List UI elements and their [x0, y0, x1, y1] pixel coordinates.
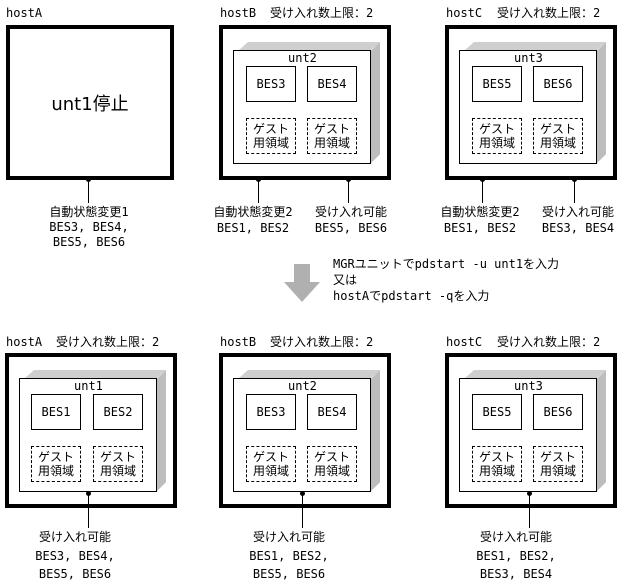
guest-area: ゲスト 用領域: [533, 446, 583, 482]
host-a-top-box: unt1停止: [6, 25, 174, 180]
host-b-bottom-limit: 受け入れ数上限：2: [270, 335, 374, 349]
guest-area: ゲスト 用領域: [472, 446, 522, 482]
guest-area: ゲスト 用領域: [307, 118, 357, 154]
bes-box: BES4: [307, 394, 357, 430]
guest-area: ゲスト 用領域: [307, 446, 357, 482]
host-c-top-label-right-2: BES3, BES4: [541, 221, 615, 235]
unit-3d-side: [596, 370, 606, 492]
unit-3d-side: [370, 42, 380, 164]
host-a-bottom-name: hostA: [6, 335, 43, 349]
host-a-bottom-label-3: BES5, BES6: [38, 567, 112, 581]
host-b-top-label-left-2: BES1, BES2: [216, 221, 290, 235]
unit-3d-side: [596, 42, 606, 164]
host-c-top-limit: 受け入れ数上限：2: [497, 6, 601, 20]
host-b-top-limit: 受け入れ数上限：2: [270, 6, 374, 20]
connector-dot: [256, 177, 261, 182]
unit-name: unt2: [288, 379, 317, 393]
unit-name: unt3: [514, 51, 543, 65]
unit-name: unt2: [288, 51, 317, 65]
host-b-top-label-left-1: 自動状態変更2: [213, 205, 293, 219]
connector-dot: [527, 491, 532, 496]
host-c-bottom-name: hostC: [446, 335, 483, 349]
connector-line: [302, 494, 303, 528]
bes-box: BES6: [533, 394, 583, 430]
connector-dot: [572, 177, 577, 182]
bes-box: BES1: [31, 394, 81, 430]
connector-line: [258, 180, 259, 203]
unit-3d-top: [238, 370, 380, 379]
unit-stopped-text: unt1停止: [51, 93, 129, 115]
host-c-top-name: hostC: [446, 6, 483, 20]
host-b-top-label-right-1: 受け入れ可能: [314, 205, 387, 219]
instruction-line-3: hostAでpdstart -qを入力: [333, 289, 490, 303]
guest-area: ゲスト 用領域: [31, 446, 81, 482]
host-a-bottom-label-1: 受け入れ可能: [38, 530, 111, 544]
bes-box: BES3: [246, 394, 296, 430]
connector-dot: [300, 491, 305, 496]
guest-area: ゲスト 用領域: [533, 118, 583, 154]
host-b-top-label-right-2: BES5, BES6: [314, 221, 388, 235]
guest-area: ゲスト 用領域: [246, 118, 296, 154]
bes-box: BES5: [472, 394, 522, 430]
unit-3d-side: [156, 370, 166, 492]
connector-dot: [86, 177, 91, 182]
host-a-top-label-3: BES5, BES6: [52, 235, 126, 249]
unit-3d-top: [464, 42, 606, 51]
unit-name: unt1: [74, 379, 103, 393]
host-b-bottom-label-3: BES5, BES6: [252, 567, 326, 581]
connector-line: [482, 180, 483, 203]
connector-dot: [86, 491, 91, 496]
connector-dot: [346, 177, 351, 182]
host-c-bottom-limit: 受け入れ数上限：2: [497, 335, 601, 349]
connector-dot: [480, 177, 485, 182]
guest-area: ゲスト 用領域: [93, 446, 143, 482]
guest-area: ゲスト 用領域: [246, 446, 296, 482]
bes-box: BES5: [472, 66, 522, 102]
bes-box: BES2: [93, 394, 143, 430]
unit-3d-side: [370, 370, 380, 492]
host-b-bottom-label-2: BES1, BES2,: [249, 549, 329, 563]
host-c-bottom-label-2: BES1, BES2,: [476, 549, 556, 563]
down-arrow-icon: [284, 264, 320, 302]
bes-box: BES4: [307, 66, 357, 102]
connector-line: [88, 494, 89, 528]
host-a-bottom-limit: 受け入れ数上限：2: [56, 335, 160, 349]
connector-line: [348, 180, 349, 203]
guest-area: ゲスト 用領域: [472, 118, 522, 154]
connector-line: [529, 494, 530, 528]
host-c-bottom-label-1: 受け入れ可能: [479, 530, 552, 544]
connector-line: [574, 180, 575, 203]
host-b-bottom-name: hostB: [220, 335, 257, 349]
host-a-top-name: hostA: [6, 6, 43, 20]
host-c-top-label-right-1: 受け入れ可能: [541, 205, 614, 219]
host-c-top-label-left-2: BES1, BES2: [443, 221, 517, 235]
host-b-top-name: hostB: [220, 6, 257, 20]
host-c-top-label-left-1: 自動状態変更2: [440, 205, 520, 219]
connector-line: [88, 180, 89, 203]
host-b-bottom-label-1: 受け入れ可能: [252, 530, 325, 544]
unit-name: unt3: [514, 379, 543, 393]
host-a-top-label-1: 自動状態変更1: [49, 205, 129, 219]
instruction-line-2: 又は: [333, 273, 358, 287]
bes-box: BES3: [246, 66, 296, 102]
host-a-bottom-label-2: BES3, BES4,: [35, 549, 115, 563]
bes-box: BES6: [533, 66, 583, 102]
host-c-bottom-label-3: BES3, BES4: [479, 567, 553, 581]
unit-3d-top: [464, 370, 606, 379]
instruction-line-1: MGRユニットでpdstart -u unt1を入力: [333, 257, 560, 271]
unit-3d-top: [24, 370, 166, 379]
host-a-top-label-2: BES3, BES4,: [49, 220, 129, 234]
unit-3d-top: [238, 42, 380, 51]
